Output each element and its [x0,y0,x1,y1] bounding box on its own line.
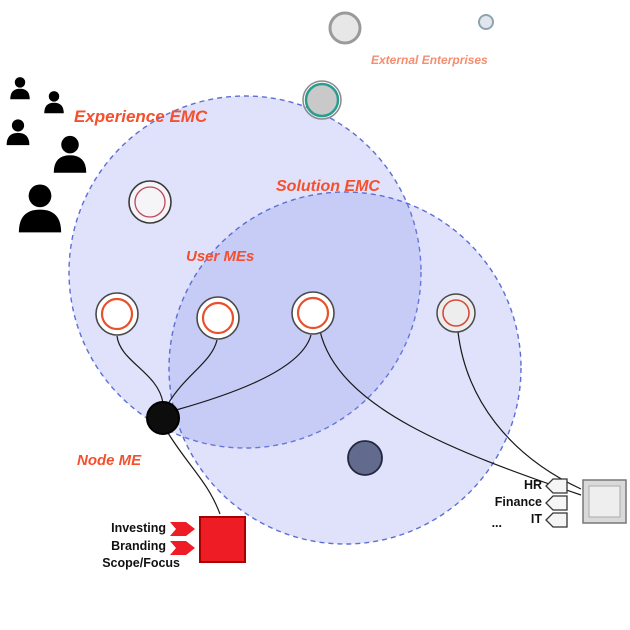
external-node-large [328,11,362,45]
experience-emc-label: Experience EMC [74,107,208,126]
enterprise-chevrons [545,478,568,528]
branding-label: Branding [111,539,166,553]
red-arrow-icon-1 [170,522,195,536]
edge-nodeme-userme1 [116,335,164,404]
user-me-nodes [95,291,335,340]
teal-node-outer-ring [302,80,342,120]
edge-nodeme-userme3 [175,334,312,411]
user-me-3-ring [296,296,330,330]
solution-emc-label: Solution EMC [276,178,380,195]
hr-label: HR [523,478,542,492]
investing-label: Investing [111,521,166,535]
people-group [6,77,87,233]
more-functions-label: ... [491,516,502,530]
node-me-circle [146,401,180,435]
person-icon-4 [53,135,87,173]
chevron-left-icon-finance [545,495,568,511]
red-square [199,516,246,563]
teal-node [304,82,340,118]
it-label: IT [530,512,542,526]
solution-emc-circle [168,191,522,545]
solution-node-inner-ring [442,299,470,327]
chevron-left-icon-hr [545,478,568,494]
finance-label: Finance [494,495,542,509]
dark-node [347,440,383,476]
external-enterprises-label: External Enterprises [371,53,488,67]
scope-focus-label: Scope/Focus [102,556,180,570]
red-arrow-icon-2 [170,541,195,555]
user-me-2-ring [201,301,235,335]
edge-userme3-enterprise [319,330,582,496]
edge-nodeme-redsquare [167,432,221,515]
edge-rightnode-enterprise [457,331,582,490]
user-mes-label: User MEs [186,248,255,265]
user-me-1-ring [100,297,134,331]
person-icon-3 [6,119,30,146]
person-icon-1 [10,77,30,100]
connection-lines [116,330,582,515]
experience-node-inner-ring [134,186,166,218]
enterprise-square-inner [588,485,621,518]
external-node-small [478,14,494,30]
node-me-label: Node ME [77,452,142,469]
person-icon-2 [44,91,64,114]
chevron-left-icon-it [545,512,568,528]
edge-nodeme-userme2 [167,339,218,405]
person-icon-5 [18,184,62,233]
